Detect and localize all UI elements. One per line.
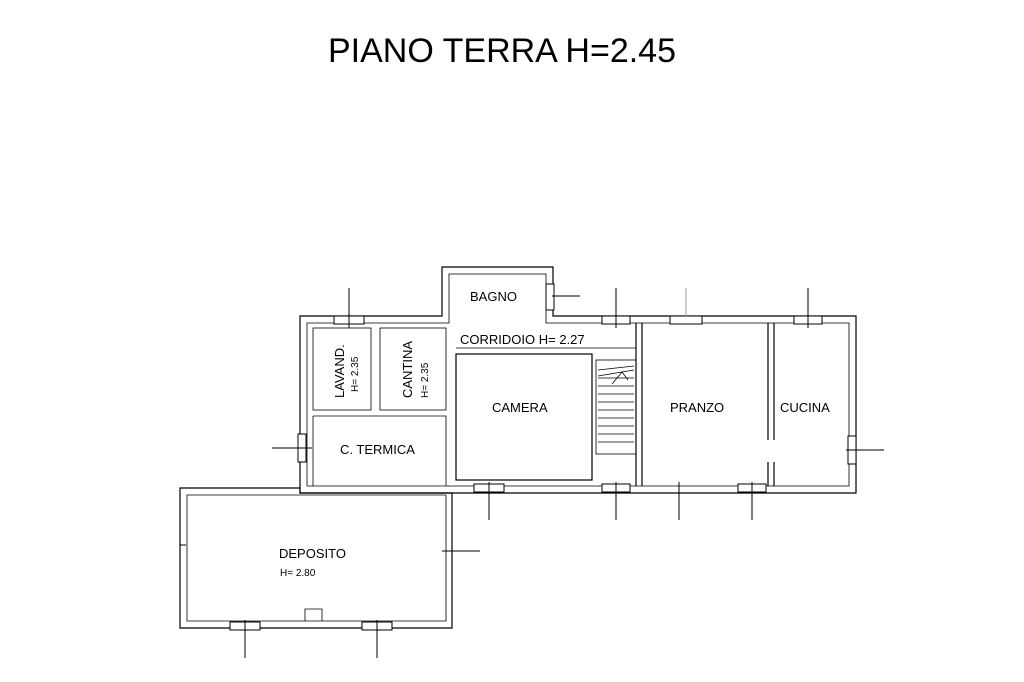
label-cucina: CUCINA [780, 400, 830, 415]
axis-ticks [180, 288, 884, 658]
label-corridoio: CORRIDOIO H= 2.27 [460, 332, 585, 347]
label-camera: CAMERA [492, 400, 548, 415]
label-cantina: CANTINA [400, 341, 415, 398]
label-lavand-height: H= 2.35 [350, 356, 361, 392]
label-deposito-height: H= 2.80 [280, 568, 316, 579]
interior-walls [312, 323, 775, 486]
plan-title: PIANO TERRA H=2.45 [328, 32, 676, 70]
label-termica: C. TERMICA [340, 442, 415, 457]
outer-walls [179, 266, 857, 629]
label-lavand: LAVAND. [332, 344, 347, 398]
label-pranzo: PRANZO [670, 400, 724, 415]
label-bagno: BAGNO [470, 289, 517, 304]
label-deposito: DEPOSITO [279, 546, 346, 561]
stairs [597, 365, 635, 443]
room-labels: BAGNO CORRIDOIO H= 2.27 LAVAND. H= 2.35 … [279, 289, 830, 579]
label-cantina-height: H= 2.35 [420, 362, 431, 398]
